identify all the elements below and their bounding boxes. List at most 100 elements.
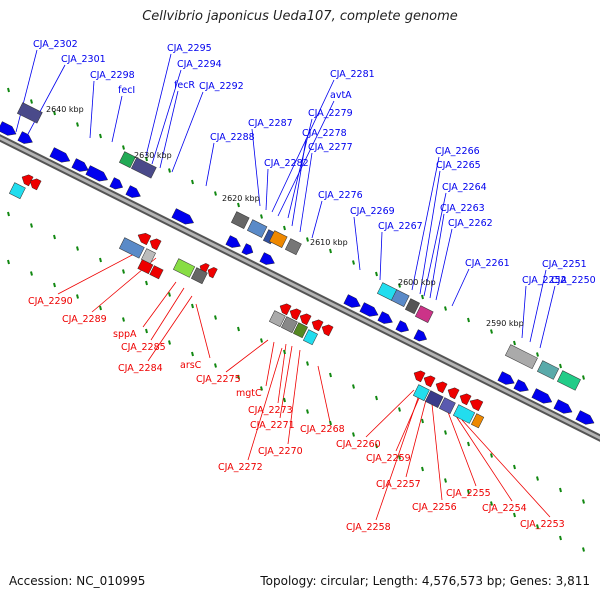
forward-gene-arrow	[359, 302, 379, 317]
reverse-gene-arrow	[435, 381, 448, 394]
feature-box	[556, 370, 581, 391]
leader-line	[150, 287, 185, 341]
leader-line	[521, 285, 527, 339]
gene-label-reverse: CJA_2285	[121, 342, 166, 353]
tick-mark	[53, 234, 56, 240]
tick-mark	[283, 225, 286, 231]
reverse-gene-arrow	[469, 398, 484, 412]
leader-line	[271, 79, 335, 213]
leader-line	[57, 253, 135, 295]
gene-label-forward: CJA_2266	[435, 146, 480, 157]
gene-label-reverse: CJA_2256	[412, 502, 457, 513]
leader-line	[159, 90, 179, 169]
gene-label-forward: CJA_2269	[350, 206, 395, 217]
leader-line	[277, 100, 335, 217]
feature-box	[280, 316, 298, 334]
feature-box	[130, 157, 157, 179]
forward-gene-arrow	[241, 243, 254, 255]
gene-label-reverse: CJA_2270	[258, 446, 303, 457]
reverse-gene-arrow	[149, 238, 162, 251]
gene-label-reverse: CJA_2253	[520, 519, 565, 530]
forward-gene-arrow	[125, 185, 141, 198]
tick-mark	[467, 489, 470, 495]
forward-gene-arrow	[513, 379, 529, 392]
forward-gene-arrow	[171, 208, 194, 225]
gene-label-reverse: CJA_2257	[376, 479, 421, 490]
tick-mark	[536, 476, 539, 481]
gene-label-forward: CJA_2261	[465, 258, 510, 269]
leader-line	[431, 403, 443, 501]
gene-label-forward: CJA_2264	[442, 182, 487, 193]
leader-line	[311, 200, 323, 239]
feature-box	[172, 258, 196, 278]
leader-line	[461, 419, 551, 518]
gene-label-reverse: CJA_2273	[248, 405, 293, 416]
tick-mark	[536, 352, 539, 357]
tick-mark	[513, 464, 516, 470]
tick-mark	[582, 375, 585, 380]
leader-line	[265, 168, 269, 211]
tick-mark	[191, 179, 194, 185]
feature-box	[452, 404, 476, 424]
tick-mark	[352, 432, 355, 437]
tick-mark	[306, 237, 309, 242]
leader-line	[145, 53, 172, 157]
leader-line	[111, 95, 123, 143]
feature-box	[118, 237, 145, 259]
gene-label-forward: CJA_2287	[248, 118, 293, 129]
tick-mark	[513, 512, 516, 518]
tick-mark	[329, 248, 332, 254]
leader-line	[365, 389, 415, 438]
feature-box	[414, 305, 434, 323]
tick-mark	[53, 282, 56, 288]
feature-box	[292, 322, 308, 339]
tick-mark	[421, 294, 424, 300]
feature-box	[284, 238, 302, 256]
tick-mark	[398, 283, 401, 288]
gene-label-forward: CJA_2295	[167, 43, 212, 54]
tick-mark	[191, 303, 194, 309]
genome-summary: Topology: circular; Length: 4,576,573 bp…	[260, 574, 590, 588]
tick-mark	[168, 168, 171, 173]
scale-label: 2640 kbp	[46, 105, 84, 114]
forward-gene-arrow	[71, 158, 89, 172]
tick-mark	[30, 99, 33, 104]
reverse-gene-arrow	[413, 370, 426, 383]
leader-line	[299, 152, 313, 233]
forward-gene-arrow	[49, 147, 71, 163]
tick-mark	[467, 441, 470, 447]
feature-box	[149, 265, 164, 280]
leader-line	[411, 156, 440, 291]
tick-mark	[559, 535, 562, 541]
tick-mark	[352, 384, 355, 389]
tick-mark	[329, 420, 332, 426]
tick-mark	[145, 156, 148, 162]
map-title: Cellvibrio japonicus Ueda107, complete g…	[142, 9, 458, 24]
feature-box	[190, 267, 208, 285]
tick-mark	[536, 524, 539, 529]
forward-gene-arrow	[395, 320, 410, 333]
leader-line	[455, 415, 513, 502]
gene-label-reverse: CJA_2275	[196, 374, 241, 385]
scale-label: 2620 kbp	[222, 194, 260, 203]
gene-label-forward: CJA_2265	[436, 160, 481, 171]
gene-label-reverse: CJA_2255	[446, 488, 491, 499]
leader-line	[279, 345, 293, 419]
tick-mark	[122, 317, 125, 322]
reverse-gene-arrow	[459, 393, 472, 406]
tick-mark	[490, 329, 493, 334]
reverse-gene-arrow	[321, 324, 334, 337]
tick-mark	[214, 191, 217, 196]
leader-line	[15, 49, 38, 133]
backbone-line	[0, 136, 600, 440]
scale-label: 2610 kbp	[310, 238, 348, 247]
tick-mark	[306, 361, 309, 366]
tick-mark	[7, 87, 10, 93]
gene-label-forward: avtA	[330, 90, 352, 101]
leader-line	[291, 138, 307, 227]
gene-label-forward: CJA_2302	[33, 39, 78, 50]
leader-line	[225, 339, 269, 373]
tick-mark	[352, 260, 355, 265]
tick-mark	[237, 202, 240, 208]
forward-gene-arrow	[531, 388, 553, 404]
